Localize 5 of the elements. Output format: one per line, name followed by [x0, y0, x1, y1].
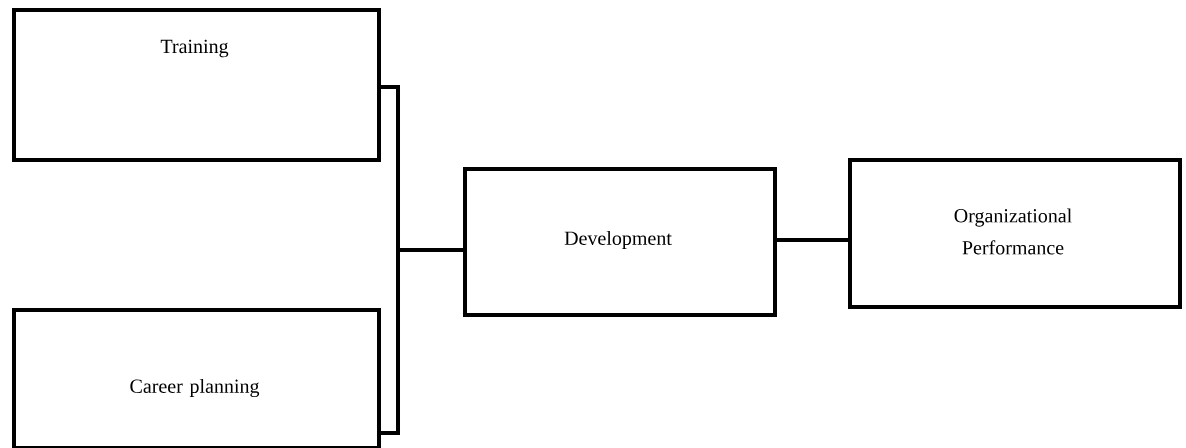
- process-box: Development: [463, 167, 777, 317]
- connector-line: [377, 248, 463, 435]
- process-box: Organizational Performance: [848, 158, 1182, 309]
- process-box: Training: [12, 8, 381, 162]
- process-box: Career planning: [12, 308, 381, 448]
